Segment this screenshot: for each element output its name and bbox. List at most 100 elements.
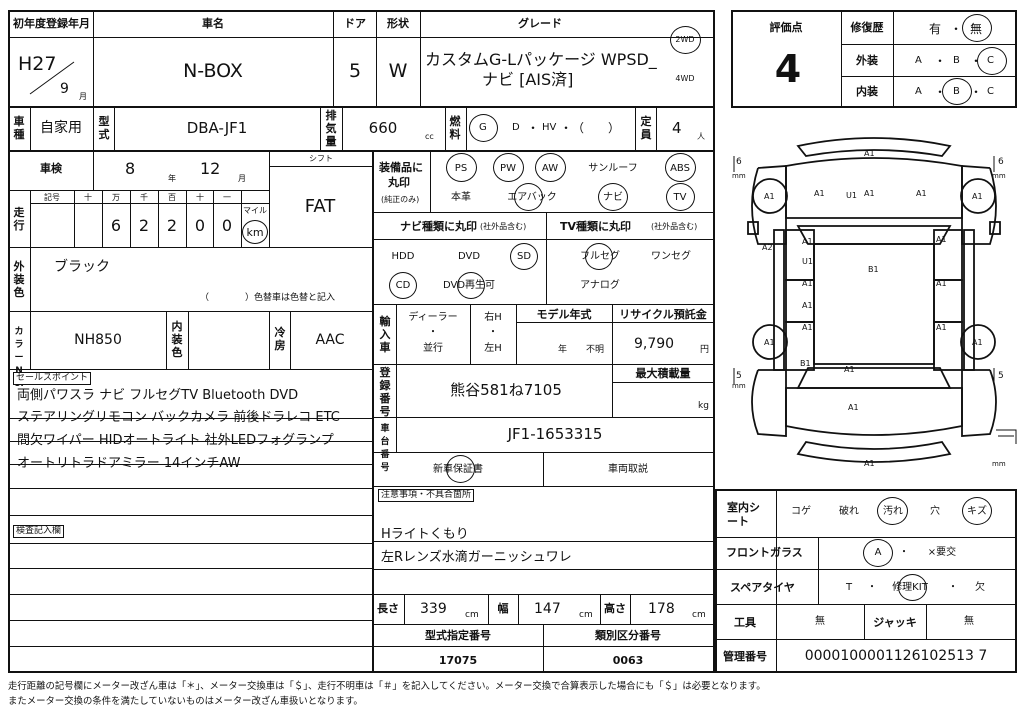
model-label: 型式 — [98, 115, 110, 141]
diagram-mm-label: 5 — [998, 371, 1004, 381]
chassis-value: JF1-1653315 — [507, 425, 603, 443]
equip-navi-circle — [598, 183, 628, 211]
exterior-dot1: ・ — [934, 54, 947, 68]
exterior-a: A — [915, 55, 922, 66]
import-parallel: 並行 — [423, 343, 443, 354]
score-label: 評価点 — [769, 21, 803, 34]
notes-label: 注意事項・不具合箇所 — [378, 489, 475, 502]
tools-label: 工具 — [734, 616, 756, 629]
diagram-mark: A1 — [936, 279, 947, 288]
diagram-mark: A1 — [802, 323, 813, 332]
sales-point-line: ステアリングリモコン バックカメラ 前後ドラレコ ETC — [17, 410, 340, 425]
mileage-digit: 2 — [138, 216, 150, 235]
width-value: 147 — [534, 601, 561, 617]
diagram-mm-label: 6 — [736, 157, 742, 167]
score-value: 4 — [774, 47, 802, 91]
seat-burn: コゲ — [791, 506, 811, 517]
spare-dot1: ・ — [867, 582, 877, 593]
interior-a: A — [915, 86, 922, 97]
mileage-col-100: 百 — [168, 193, 176, 202]
length-label: 長さ — [377, 602, 399, 615]
navi-dvd-play-circle — [457, 272, 485, 299]
tv-oneseg: ワンセグ — [651, 251, 691, 262]
mileage-digit: 0 — [194, 216, 206, 235]
usage-label: 車種 — [13, 115, 25, 141]
diagram-mark: A1 — [916, 189, 927, 198]
diagram-mark: B1 — [800, 359, 811, 368]
navi-cd-circle — [389, 272, 417, 299]
color-no-value: NH850 — [74, 332, 122, 348]
type-cert-value: 17075 — [438, 654, 478, 667]
import-dealer: ディーラー — [408, 312, 458, 323]
windshield-x: ×要交 — [927, 547, 957, 558]
manual-label: 車両取説 — [608, 464, 648, 475]
equip-sunroof: サンルーフ — [588, 163, 638, 174]
height-unit: cm — [692, 610, 706, 620]
diagram-mark: A2 — [762, 243, 773, 252]
diagram-mark: U1 — [802, 257, 813, 266]
diagram-mm-label: 6 — [998, 157, 1004, 167]
interior-dot2: ・ — [970, 85, 983, 99]
diagram-mark: A1 — [864, 459, 875, 468]
mileage-digit: 0 — [221, 216, 233, 235]
plate-label: 登録番号 — [379, 366, 391, 418]
class-no-label: 類別区分番号 — [595, 629, 661, 642]
inspection-year: 8 — [125, 159, 136, 178]
displacement-value: 660 — [368, 119, 398, 137]
aircon-label: 冷房 — [274, 326, 286, 352]
score-box-frame — [731, 10, 1017, 108]
spare-t: T — [845, 582, 853, 593]
class-no-value: 0063 — [612, 654, 644, 667]
sales-point-line: 両側パワスラ ナビ フルセグTV Bluetooth DVD — [17, 388, 299, 403]
drive-4wd: 4WD — [675, 74, 695, 83]
capacity-unit: 人 — [697, 132, 705, 141]
footer-line2: またメーター交換の条件を満たしていないものはメーター改ざん車扱いとなります。 — [8, 696, 363, 707]
mileage-col-10k: 万 — [112, 193, 120, 202]
inspection-month: 12 — [200, 159, 221, 178]
plate-value: 熊谷581ね7105 — [450, 381, 562, 399]
diagram-mark: A1 — [848, 403, 859, 412]
diagram-mark: A1 — [864, 189, 875, 198]
spare-tire-label: スペアタイヤ — [730, 581, 795, 594]
fuel-label: 燃料 — [449, 115, 461, 141]
fuel-other: （ ） — [572, 121, 621, 135]
recycle-label: リサイクル預託金 — [619, 308, 707, 321]
inspection-label: 車検 — [40, 162, 62, 175]
fuel-dot2: ・ — [560, 121, 573, 135]
height-label: 高さ — [604, 602, 626, 615]
windshield-a-circle — [863, 539, 893, 567]
mgmt-label: 管理番号 — [723, 650, 767, 663]
spare-kit-circle — [898, 574, 927, 601]
tools-value: 無 — [815, 616, 825, 627]
room-seat-label: 室内シート — [727, 501, 760, 528]
equip-label1: 装備品に — [379, 161, 423, 174]
diagram-mark: A1 — [936, 323, 947, 332]
import-rh: 右H — [484, 312, 502, 323]
diagram-mark: A1 — [764, 192, 775, 201]
seat-tear: 破れ — [839, 506, 859, 517]
tv-type-note: (社外品含む) — [651, 222, 698, 231]
type-cert-label: 型式指定番号 — [425, 629, 491, 642]
note-line: 左Rレンズ水滴ガーニッシュワレ — [381, 550, 572, 565]
interior-b-circle — [942, 78, 972, 105]
note-line: Hライトくもり — [381, 527, 469, 542]
navi-sd-circle — [510, 243, 538, 270]
sales-point-line: オートリトラドアミラー 14インチAW — [17, 456, 241, 471]
jack-label: ジャッキ — [873, 616, 917, 629]
repair-no-circle — [962, 14, 992, 42]
grade-header: グレード — [518, 17, 562, 30]
reg-era-year: H27 — [18, 53, 57, 75]
diagram-mark: A1 — [802, 301, 813, 310]
exterior-color-value: ブラック — [54, 259, 110, 275]
diagram-mm-label: mm — [992, 172, 1006, 180]
diagram-mark: U1 — [846, 191, 857, 200]
tv-type-header: TV種類に丸印 — [560, 220, 632, 233]
displacement-unit: cc — [425, 132, 434, 141]
aircon-value: AAC — [315, 332, 345, 348]
equip-tv-circle — [666, 183, 695, 211]
length-value: 339 — [420, 601, 447, 617]
doors-value: 5 — [348, 60, 362, 82]
car-name-header: 車名 — [202, 17, 224, 30]
import-dot1: ・ — [428, 327, 438, 338]
diagram-mark: A1 — [814, 189, 825, 198]
